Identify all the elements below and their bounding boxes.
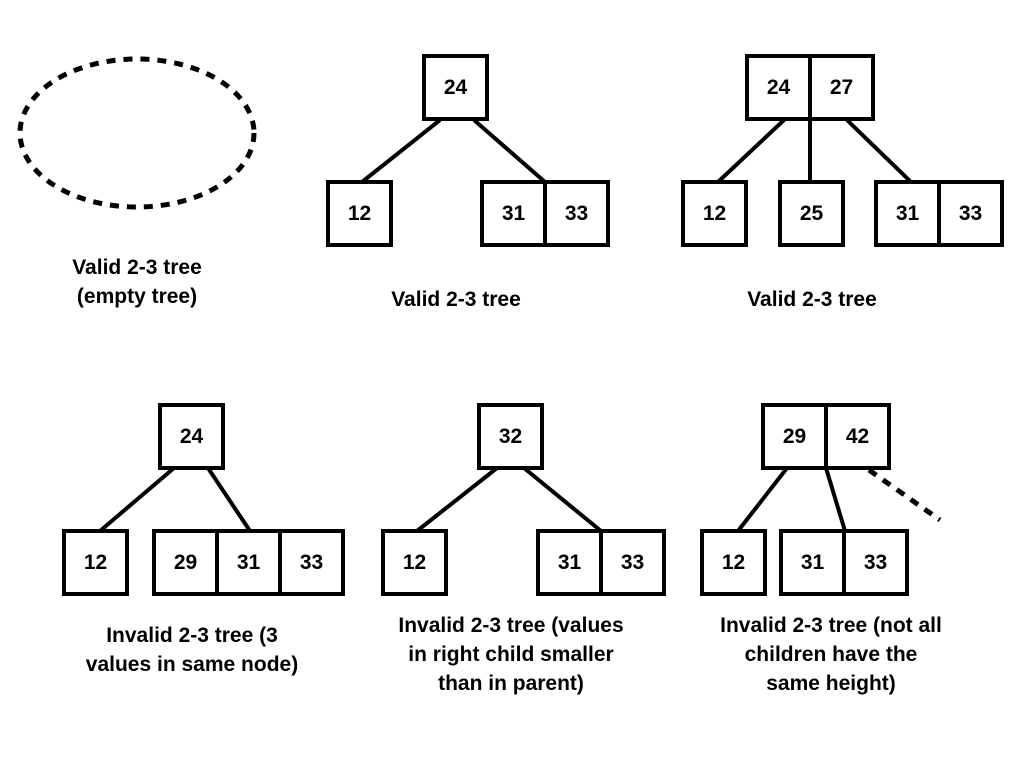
key-label: 24 bbox=[180, 425, 204, 448]
edge-root-to-left bbox=[415, 466, 499, 533]
key-cell bbox=[599, 529, 666, 596]
node-right: 31 33 bbox=[874, 180, 1004, 247]
node-left: 12 bbox=[326, 180, 393, 247]
node-root: 29 42 bbox=[761, 403, 891, 470]
tree-invalid-1: 24 12 29 31 33 bbox=[62, 403, 345, 596]
tree-invalid-2: 32 12 31 33 bbox=[381, 403, 666, 596]
key-label: 32 bbox=[499, 425, 522, 448]
tree-invalid-3: 29 42 12 31 33 bbox=[700, 403, 942, 596]
node-left: 12 bbox=[381, 529, 448, 596]
node-right: 31 33 bbox=[536, 529, 666, 596]
key-cell bbox=[842, 529, 909, 596]
key-label: 33 bbox=[621, 551, 644, 574]
caption-line: values in same node) bbox=[85, 653, 299, 676]
key-label: 31 bbox=[558, 551, 582, 574]
tree-empty bbox=[17, 56, 257, 210]
key-label: 27 bbox=[830, 76, 853, 99]
key-cell bbox=[536, 529, 603, 596]
key-label: 12 bbox=[403, 551, 426, 574]
key-label: 33 bbox=[864, 551, 887, 574]
caption-line: same height) bbox=[766, 672, 896, 695]
key-label: 31 bbox=[801, 551, 825, 574]
key-cell bbox=[937, 180, 1004, 247]
key-label: 33 bbox=[300, 551, 323, 574]
caption-line: Invalid 2-3 tree (values bbox=[398, 614, 624, 637]
edge-root-to-left bbox=[360, 118, 442, 184]
key-cell bbox=[381, 529, 448, 596]
key-cell bbox=[874, 180, 941, 247]
edge-root-to-left bbox=[98, 466, 176, 533]
edge-root-to-right bbox=[472, 118, 547, 184]
node-middle: 25 bbox=[778, 180, 845, 247]
node-right: 31 33 bbox=[480, 180, 610, 247]
node-left: 12 bbox=[681, 180, 748, 247]
key-label: 31 bbox=[502, 202, 526, 225]
key-cell bbox=[745, 54, 812, 121]
key-cell bbox=[700, 529, 767, 596]
caption-empty: Valid 2-3 tree (empty tree) bbox=[72, 253, 202, 311]
key-label: 42 bbox=[846, 425, 869, 448]
caption-line: in right child smaller bbox=[408, 643, 614, 666]
caption-line: Valid 2-3 tree bbox=[391, 288, 521, 311]
caption-line: children have the bbox=[744, 643, 918, 666]
key-label: 31 bbox=[896, 202, 920, 225]
edge-root-to-right bbox=[206, 466, 252, 533]
caption-line: Valid 2-3 tree bbox=[747, 288, 877, 311]
node-left: 12 bbox=[62, 529, 129, 596]
key-cell bbox=[808, 54, 875, 121]
key-label: 12 bbox=[722, 551, 745, 574]
caption-line: Invalid 2-3 tree (not all bbox=[720, 614, 942, 637]
key-label: 29 bbox=[174, 551, 197, 574]
key-label: 24 bbox=[444, 76, 468, 99]
key-cell bbox=[480, 180, 547, 247]
key-label: 31 bbox=[237, 551, 261, 574]
key-label: 24 bbox=[767, 76, 791, 99]
edge-root-to-middle bbox=[824, 467, 847, 532]
caption-invalid-1: Invalid 2-3 tree (3 values in same node) bbox=[86, 621, 298, 679]
key-label: 33 bbox=[959, 202, 982, 225]
missing-child-dashed-edge bbox=[867, 467, 942, 523]
node-root: 24 bbox=[422, 54, 489, 121]
caption-valid-2: Valid 2-3 tree bbox=[747, 285, 877, 314]
caption-invalid-3: Invalid 2-3 tree (not all children have t… bbox=[720, 611, 942, 698]
node-middle: 31 33 bbox=[779, 529, 909, 596]
key-cell bbox=[824, 403, 891, 470]
key-label: 25 bbox=[800, 202, 824, 225]
caption-invalid-2: Invalid 2-3 tree (values in right child s… bbox=[398, 611, 623, 698]
edge-root-to-right bbox=[845, 118, 913, 184]
key-cell bbox=[422, 54, 489, 121]
caption-line: than in parent) bbox=[438, 672, 584, 695]
caption-line: Invalid 2-3 tree (3 bbox=[106, 624, 278, 647]
caption-line: Valid 2-3 tree bbox=[72, 256, 202, 279]
node-root: 32 bbox=[477, 403, 544, 470]
key-label: 29 bbox=[783, 425, 806, 448]
node-right: 29 31 33 bbox=[152, 529, 345, 596]
key-cell bbox=[278, 529, 345, 596]
edge-root-to-right bbox=[522, 466, 603, 533]
empty-tree-ellipse bbox=[17, 56, 257, 210]
tree-valid-2: 24 27 12 25 31 33 bbox=[681, 54, 1004, 247]
key-cell bbox=[326, 180, 393, 247]
key-cell bbox=[543, 180, 610, 247]
key-cell bbox=[477, 403, 544, 470]
tree-valid-1: 24 12 31 33 bbox=[326, 54, 610, 247]
node-root: 24 bbox=[158, 403, 225, 470]
node-left: 12 bbox=[700, 529, 767, 596]
key-label: 12 bbox=[348, 202, 371, 225]
key-cell bbox=[778, 180, 845, 247]
key-cell bbox=[158, 403, 225, 470]
key-label: 12 bbox=[84, 551, 107, 574]
key-label: 33 bbox=[565, 202, 588, 225]
edge-root-to-left bbox=[736, 466, 789, 533]
edge-root-to-left bbox=[716, 118, 786, 184]
key-label: 12 bbox=[703, 202, 726, 225]
node-root: 24 27 bbox=[745, 54, 875, 121]
key-cell bbox=[62, 529, 129, 596]
key-cell bbox=[681, 180, 748, 247]
caption-valid-1: Valid 2-3 tree bbox=[391, 285, 521, 314]
caption-line: (empty tree) bbox=[76, 285, 198, 308]
